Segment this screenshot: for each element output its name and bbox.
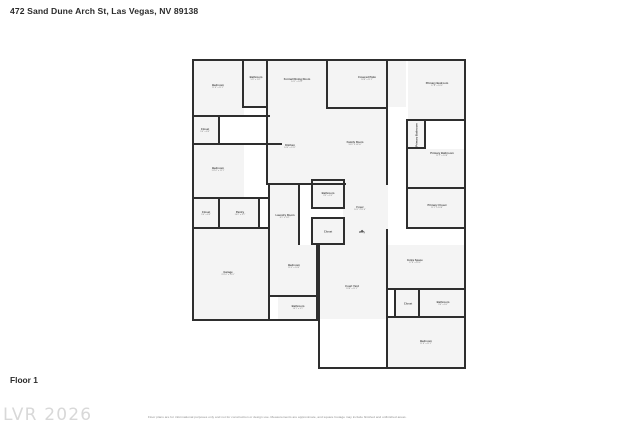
entry-label: Entry — [359, 232, 365, 235]
wall-w-patio-bot — [326, 107, 388, 109]
wall-w-garage-r — [268, 245, 270, 319]
wall-w-pbath-l — [406, 149, 408, 189]
wall-w-right-inner — [386, 229, 388, 369]
room-closet-w — [192, 117, 219, 145]
wall-w-closet-w-bot — [192, 143, 282, 145]
entry-marker: Entry — [359, 229, 365, 235]
wall-w-closetc-r — [343, 217, 345, 243]
wall-w-pbath-sm-b — [406, 147, 426, 149]
wall-w-bedsc-bot — [268, 295, 318, 297]
room-family-room — [328, 107, 386, 183]
wall-w-pcloset-l — [406, 189, 408, 229]
wall-w-closetse-l — [394, 290, 396, 318]
room-primary-bath-sm — [408, 121, 426, 149]
wall-w-patio-right — [386, 59, 388, 109]
wall-w-bathc-top — [311, 179, 345, 181]
wall-w-closetse-r — [418, 290, 420, 318]
room-bathroom-nw — [244, 61, 268, 108]
wall-w-extra-bot — [386, 288, 466, 290]
wall-w-dining-right — [326, 59, 328, 109]
room-bedroom-nw — [192, 61, 244, 117]
wall-w-pbed-bot — [406, 119, 466, 121]
room-bedroom-w2 — [192, 145, 244, 199]
wall-w-laundry-r — [298, 185, 300, 245]
wall-ext-right — [464, 59, 466, 369]
room-covered-patio — [328, 61, 406, 107]
entry-arrow-icon — [360, 229, 364, 232]
wall-w-bathc-bot — [311, 207, 345, 209]
wall-ext-bottom-right — [318, 367, 466, 369]
room-court-yard — [318, 245, 386, 319]
wall-w-pantry-bot — [192, 227, 270, 229]
wall-w-closetc-bot — [311, 243, 345, 245]
room-primary-bedroom — [408, 61, 466, 121]
wall-w-closetc-top — [311, 217, 345, 219]
disclaimer-text: Floor plans are for informational purpos… — [148, 415, 407, 419]
wall-w-pbath-sm-r — [424, 119, 426, 149]
wall-w-bathc-l — [311, 179, 313, 209]
wall-w-bathse-bot — [386, 316, 466, 318]
wall-w-pbath-sm-l — [406, 119, 408, 149]
room-kitchen — [268, 117, 328, 183]
wall-w-bathc-r — [343, 179, 345, 209]
wall-w-closet-w-r — [218, 117, 220, 145]
room-closet-sw — [192, 199, 220, 229]
room-closet-se — [396, 290, 420, 318]
wall-w-laundry-l — [268, 183, 270, 245]
floor-caption: Floor 1 — [10, 375, 38, 385]
room-bathroom-se — [420, 290, 466, 318]
wall-w-bedsc-r — [316, 245, 318, 319]
wall-w-fam-right — [386, 109, 388, 185]
room-garage — [192, 229, 270, 319]
room-bathroom-center — [313, 181, 343, 209]
room-extra-space — [386, 245, 466, 290]
wall-w-pbath-bot — [406, 187, 466, 189]
room-closet-center — [313, 219, 343, 244]
wall-w-bath-nw-bot — [242, 106, 268, 108]
room-bedroom-se — [386, 318, 466, 368]
wall-ext-left — [192, 59, 194, 321]
room-bathroom-s — [278, 297, 318, 319]
wall-w-pantry-l — [218, 199, 220, 229]
wall-w-pantry-r — [258, 199, 260, 229]
wall-ext-bottom-left — [192, 319, 320, 321]
wall-w-closet-w-top — [192, 115, 270, 117]
wall-w-bed-w2-bot — [192, 197, 270, 199]
wall-w-closetc-l — [311, 217, 313, 245]
wall-w-laundry-top — [268, 183, 346, 185]
wall-ext-top-right — [406, 59, 466, 61]
room-formal-dining — [268, 61, 328, 117]
wall-w-yard-l — [318, 245, 320, 319]
watermark: LVR 2026 — [3, 405, 93, 425]
wall-w-bath-nw-left — [242, 59, 244, 108]
wall-ext-top-left — [192, 59, 406, 61]
room-foyer — [343, 183, 388, 245]
room-pantry — [220, 199, 260, 229]
room-bedroom-sc — [270, 245, 318, 297]
wall-w-kit-left — [266, 61, 268, 185]
wall-ext-step-v — [318, 319, 320, 369]
room-primary-bathroom — [408, 149, 466, 189]
room-laundry-room — [270, 185, 300, 245]
room-primary-closet — [408, 189, 466, 227]
page-title: 472 Sand Dune Arch St, Las Vegas, NV 891… — [10, 6, 199, 16]
wall-w-pcloset-bot — [406, 227, 466, 229]
